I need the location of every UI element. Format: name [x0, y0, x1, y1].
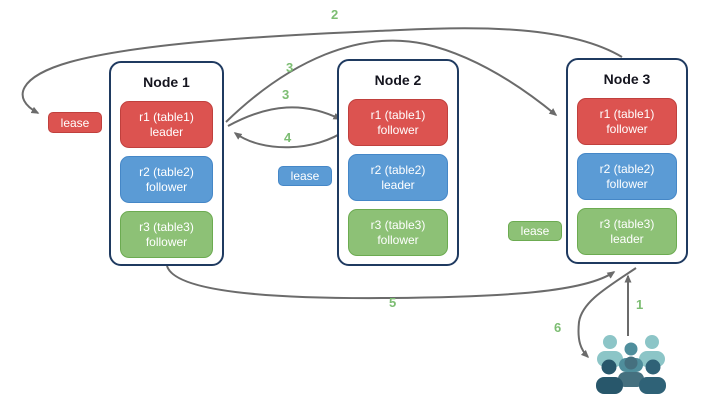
replica-role: follower — [145, 234, 188, 249]
node1-replica-r1: r1 (table1) leader — [120, 101, 213, 148]
step-label-1: 1 — [636, 297, 644, 312]
replica-role: leader — [149, 124, 184, 139]
replica-name: r1 (table1) — [139, 109, 194, 124]
step-label-6: 6 — [554, 320, 562, 335]
replica-role: leader — [381, 177, 415, 192]
replica-name: r3 (table3) — [599, 216, 655, 231]
replica-name: r2 (table2) — [139, 164, 194, 179]
arrow-step6-node3-to-users — [577, 267, 637, 359]
node3-replica-r2: r2 (table2) follower — [577, 153, 677, 200]
node-2-title: Node 2 — [374, 72, 422, 88]
node-3: Node 3 r1 (table1) follower r2 (table2) … — [566, 58, 688, 264]
step-label-2: 2 — [331, 7, 339, 22]
lease-badge-red: lease — [48, 112, 102, 133]
node3-replica-r3: r3 (table3) leader — [577, 208, 677, 255]
node1-replica-r3: r3 (table3) follower — [120, 211, 213, 258]
node2-replica-r1: r1 (table1) follower — [348, 99, 448, 146]
replica-name: r1 (table1) — [599, 106, 655, 121]
arrow-step3-node1-to-node2 — [227, 106, 342, 127]
step-label-3a: 3 — [286, 60, 294, 75]
arrow-step2-node3-to-lease1 — [21, 27, 623, 114]
lease-badge-green: lease — [508, 221, 562, 241]
lease-badge-blue: lease — [278, 166, 332, 186]
replica-name: r3 (table3) — [370, 217, 426, 232]
replica-role: follower — [377, 232, 419, 247]
arrow-step4-node2-to-node1 — [233, 129, 347, 149]
node-2: Node 2 r1 (table1) follower r2 (table2) … — [337, 59, 459, 266]
replica-role: follower — [145, 179, 188, 194]
replica-role: follower — [606, 176, 648, 191]
arrow-step3-node1-to-node3 — [225, 39, 558, 123]
replica-name: r2 (table2) — [599, 161, 655, 176]
step-label-5: 5 — [389, 295, 397, 310]
node-3-title: Node 3 — [603, 71, 651, 87]
users-icon — [596, 335, 666, 394]
arrow-step5-node1-to-node3 — [166, 265, 616, 300]
node2-replica-r2: r2 (table2) leader — [348, 154, 448, 201]
replica-role: leader — [610, 231, 644, 246]
node2-replica-r3: r3 (table3) follower — [348, 209, 448, 256]
replica-name: r1 (table1) — [370, 107, 426, 122]
step-label-3b: 3 — [282, 87, 290, 102]
node-1: Node 1 r1 (table1) leader r2 (table2) fo… — [109, 61, 224, 266]
replica-role: follower — [377, 122, 419, 137]
replica-role: follower — [606, 121, 648, 136]
step-label-4: 4 — [284, 130, 292, 145]
node-1-title: Node 1 — [143, 74, 190, 90]
replica-name: r2 (table2) — [370, 162, 426, 177]
node1-replica-r2: r2 (table2) follower — [120, 156, 213, 203]
node3-replica-r1: r1 (table1) follower — [577, 98, 677, 145]
replica-name: r3 (table3) — [139, 219, 194, 234]
